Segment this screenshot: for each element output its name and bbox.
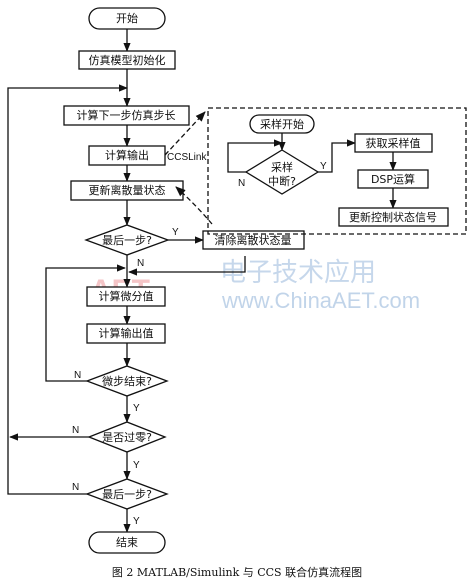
init-box bbox=[78, 50, 176, 70]
last1-no-label: N bbox=[137, 258, 144, 269]
last-step-1-label: 最后一步? bbox=[102, 234, 152, 247]
edge-interrupt-yes bbox=[318, 139, 356, 173]
ccslink-link-up bbox=[164, 111, 206, 156]
calc-output-value-box bbox=[86, 323, 166, 344]
edge-clear-back bbox=[128, 256, 246, 276]
edge-micro-no bbox=[45, 264, 126, 382]
update-discrete-label: 更新离散量状态 bbox=[89, 183, 166, 197]
clear-discrete-label: 清除离散状态量 bbox=[215, 233, 292, 247]
update-control-box bbox=[338, 207, 449, 227]
end-label: 结束 bbox=[116, 536, 138, 549]
last-step-decision-1 bbox=[84, 224, 170, 256]
zero-yes-label: Y bbox=[133, 460, 140, 471]
watermark-brand: 电子技术应用 bbox=[220, 258, 376, 288]
sample-interrupt-label-1: 采样 bbox=[271, 160, 293, 174]
next-step-label: 计算下一步仿真步长 bbox=[77, 108, 176, 122]
ccslink-link-return bbox=[175, 186, 213, 225]
next-step-box bbox=[63, 105, 190, 126]
last2-yes-label: Y bbox=[133, 516, 140, 527]
sample-start-label: 采样开始 bbox=[260, 117, 304, 131]
last1-yes-label: Y bbox=[172, 227, 179, 238]
sample-interrupt-decision bbox=[244, 149, 320, 195]
get-sample-label: 获取采样值 bbox=[366, 136, 421, 150]
dsp-compute-label: DSP运算 bbox=[371, 172, 415, 186]
sample-interrupt-label-2: 中断? bbox=[268, 174, 296, 188]
update-control-label: 更新控制状态信号 bbox=[349, 210, 437, 224]
micro-no-label: N bbox=[74, 370, 81, 381]
init-label: 仿真模型初始化 bbox=[89, 53, 166, 67]
watermark: AET www.ChinaAET.com 电子技术应用 bbox=[90, 258, 420, 313]
interrupt-no-label: N bbox=[238, 178, 245, 189]
end-terminal bbox=[88, 531, 166, 554]
start-terminal bbox=[88, 7, 166, 30]
zero-cross-decision bbox=[87, 421, 167, 453]
clear-discrete-box bbox=[202, 230, 305, 250]
calc-output-box bbox=[88, 145, 166, 166]
figure-caption: 图 2 MATLAB/Simulink 与 CCS 联合仿真流程图 bbox=[112, 565, 362, 579]
calc-output-value-label: 计算输出值 bbox=[99, 326, 154, 340]
microstep-decision bbox=[85, 365, 169, 397]
ccslink-label: CCSLink bbox=[167, 152, 207, 163]
calc-diff-label: 计算微分值 bbox=[99, 289, 154, 303]
calc-output-label: 计算输出 bbox=[105, 148, 149, 162]
start-label: 开始 bbox=[116, 11, 138, 25]
zero-cross-label: 是否过零? bbox=[102, 431, 152, 444]
microstep-label: 微步结束? bbox=[102, 374, 152, 388]
zero-no-label: N bbox=[72, 425, 79, 436]
last2-no-label: N bbox=[72, 482, 79, 493]
watermark-url: www.ChinaAET.com bbox=[221, 288, 420, 313]
interrupt-yes-label: Y bbox=[320, 161, 327, 172]
micro-yes-label: Y bbox=[133, 403, 140, 414]
calc-diff-box bbox=[86, 286, 166, 307]
dsp-panel bbox=[207, 107, 467, 235]
last-step-decision-2 bbox=[85, 478, 169, 510]
edge-interrupt-no bbox=[227, 139, 283, 173]
edge-loop-last2-next bbox=[7, 84, 128, 495]
last-step-2-label: 最后一步? bbox=[102, 488, 152, 501]
